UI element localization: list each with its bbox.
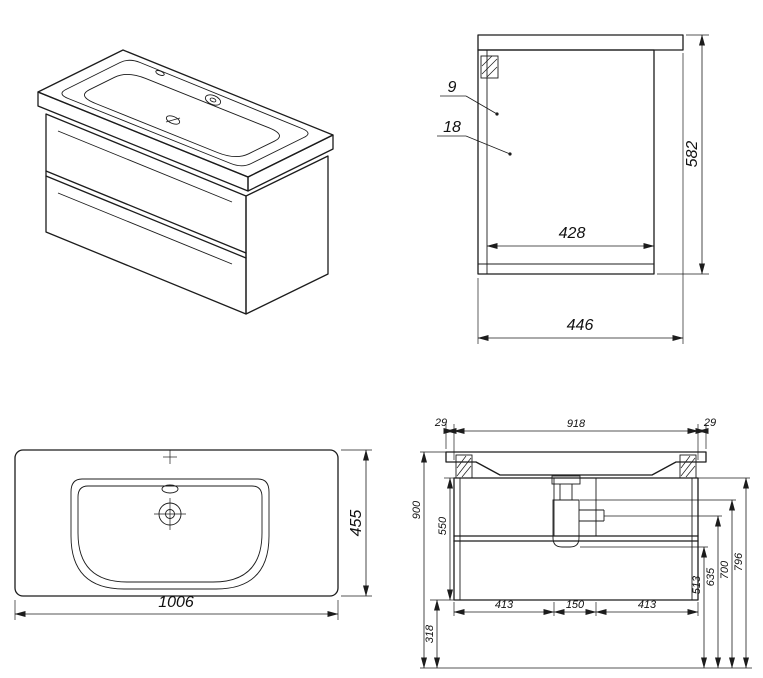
side-total-depth-dimension: 446 <box>477 53 684 344</box>
dim-label-900: 900 <box>411 500 423 519</box>
basin-bowl <box>84 73 280 158</box>
dim-label-29-left: 29 <box>434 417 447 429</box>
front-cabinet-body <box>453 477 699 601</box>
dim-label-796: 796 <box>733 552 745 571</box>
siphon-trap <box>551 475 605 548</box>
overflow-slot <box>155 70 165 76</box>
dim-label-1006: 1006 <box>158 594 194 611</box>
countertop-side-face <box>247 134 334 192</box>
left-wall-bracket <box>455 454 473 479</box>
top-view: 1006 455 <box>14 449 372 620</box>
side-sink-slab <box>477 34 684 51</box>
dim-label-446: 446 <box>567 317 594 334</box>
drain-hole <box>165 115 181 125</box>
dim-label-18: 18 <box>443 119 461 136</box>
dim-label-550: 550 <box>437 516 449 535</box>
side-panel-thickness-dimension: 18 <box>437 119 512 156</box>
dim-label-455: 455 <box>348 510 365 537</box>
cabinet-side-face <box>245 155 329 315</box>
front-left-dimensions: 900 550 318 <box>411 451 454 669</box>
side-height-dimension: 582 <box>657 34 709 275</box>
drawer-divider-bottom <box>45 175 247 259</box>
perspective-view <box>37 49 334 315</box>
bottom-drawer-handle-groove <box>57 192 233 265</box>
basin-rim <box>61 59 309 167</box>
dim-label-700: 700 <box>719 560 731 579</box>
front-bottom-dimensions: 413 150 413 <box>453 599 699 616</box>
drawer-divider-top <box>45 170 247 254</box>
dim-label-513: 513 <box>691 575 703 594</box>
dim-label-582: 582 <box>684 141 701 168</box>
front-sink-profile <box>445 451 707 476</box>
dim-label-413-left: 413 <box>495 599 514 611</box>
side-top-thickness-dimension: 9 <box>440 79 499 116</box>
dim-label-9: 9 <box>448 79 457 96</box>
top-depth-dimension: 455 <box>341 449 372 597</box>
right-wall-bracket <box>679 454 697 479</box>
countertop-top-face <box>37 49 334 178</box>
faucet-hole <box>204 94 222 106</box>
dim-label-29-right: 29 <box>703 417 716 429</box>
dim-label-918: 918 <box>567 418 586 430</box>
basin-outer-edge <box>70 478 270 590</box>
sink-outline <box>14 449 339 597</box>
top-width-dimension: 1006 <box>14 594 339 620</box>
front-view: 29 918 29 900 550 318 413 150 <box>411 417 752 669</box>
dim-label-150: 150 <box>566 599 585 611</box>
dim-label-428: 428 <box>559 225 586 242</box>
faucet-hole-inner <box>209 97 217 103</box>
overflow-slot-top <box>161 484 179 494</box>
front-top-dimensions: 29 918 29 <box>434 417 716 460</box>
front-right-dimensions: 513 635 700 796 <box>420 477 752 669</box>
dim-label-413-right: 413 <box>638 599 657 611</box>
drain-slot-line <box>165 117 181 123</box>
top-drawer-handle-groove <box>57 130 233 203</box>
cabinet-front-face <box>45 113 247 315</box>
side-view: 9 18 582 428 446 <box>437 34 709 344</box>
dim-label-635: 635 <box>705 567 717 586</box>
side-wall-bracket <box>480 55 499 79</box>
side-inner-depth-dimension: 428 <box>486 225 655 249</box>
basin-inner-edge <box>77 485 263 583</box>
side-cabinet-body <box>477 49 655 275</box>
dim-label-318: 318 <box>424 624 436 643</box>
